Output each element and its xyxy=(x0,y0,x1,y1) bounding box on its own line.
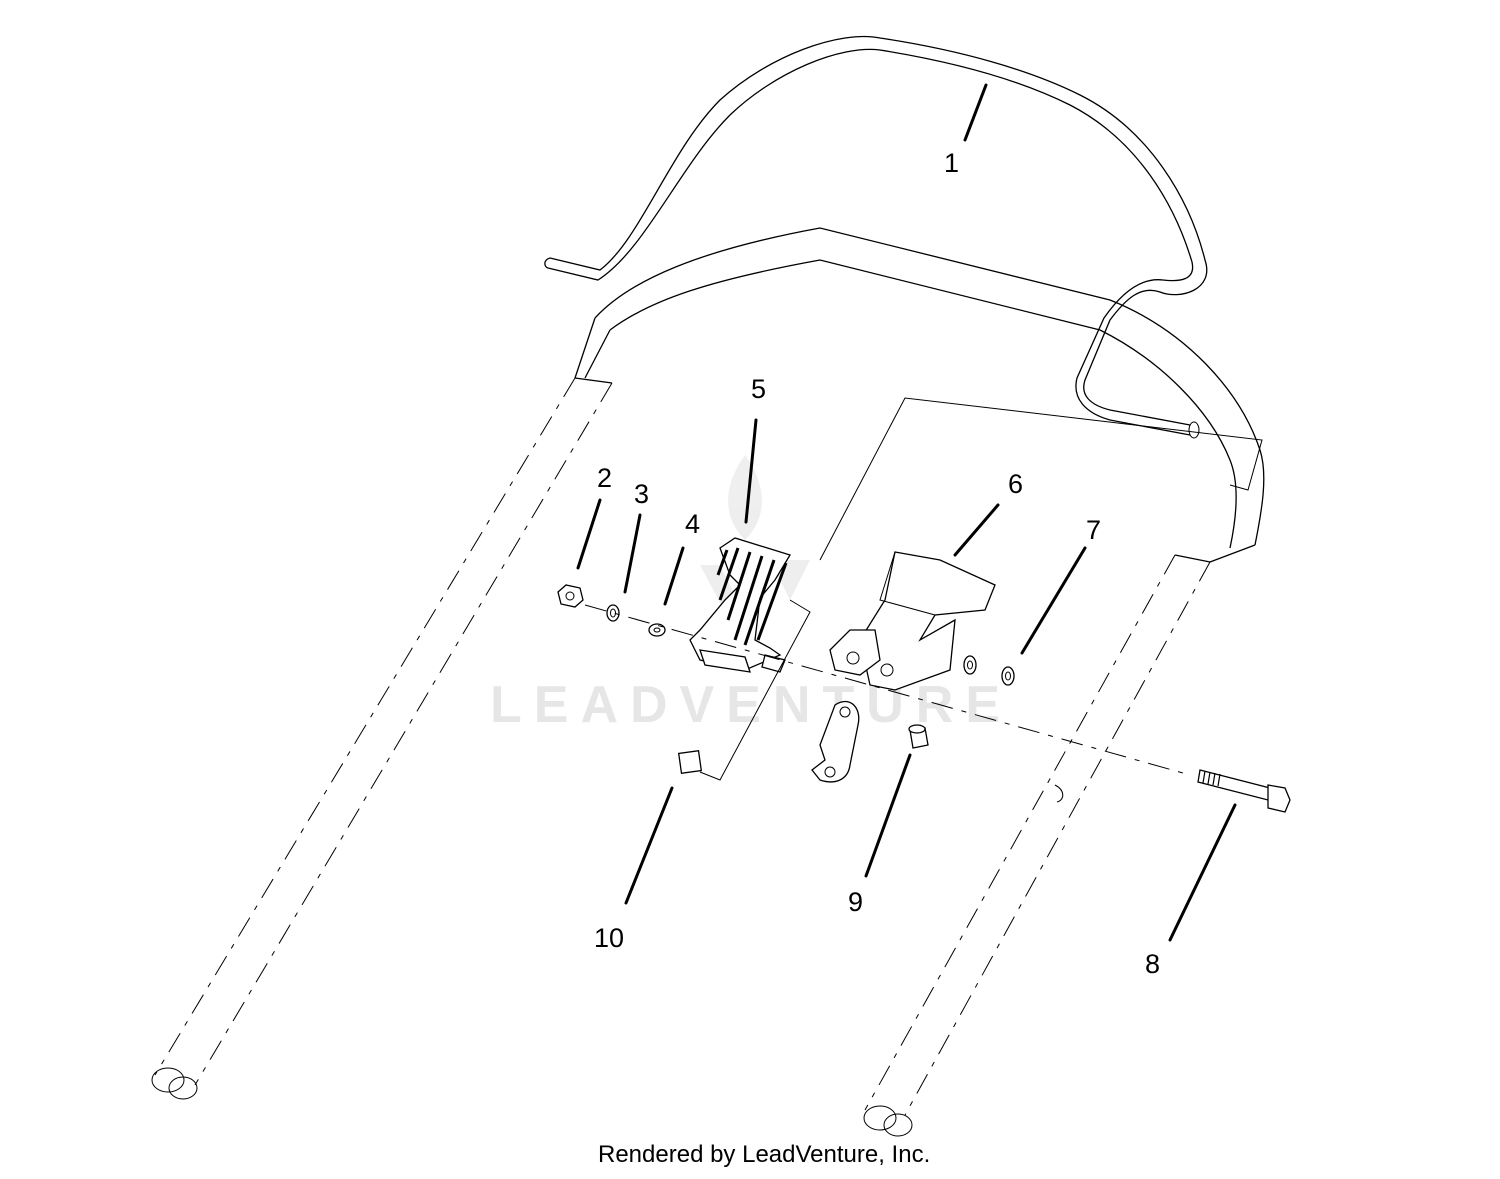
lever-part xyxy=(689,537,811,781)
callout-5: 5 xyxy=(751,374,766,404)
mount-part xyxy=(829,551,996,691)
watermark-text: LEADVENTURE xyxy=(490,676,1012,734)
callout-2: 2 xyxy=(597,463,612,493)
bracket-outline xyxy=(819,397,1263,561)
callout-7: 7 xyxy=(1086,515,1101,545)
footer-credit: Rendered by LeadVenture, Inc. xyxy=(598,1141,930,1168)
callout-6: 6 xyxy=(1008,469,1023,499)
callout-8: 8 xyxy=(1145,949,1160,979)
leader-lines xyxy=(576,83,1237,942)
callout-3: 3 xyxy=(634,479,649,509)
callout-9: 9 xyxy=(848,887,863,917)
callout-10: 10 xyxy=(594,923,624,953)
pad-part xyxy=(677,749,703,775)
latch-part xyxy=(811,700,860,783)
bolt-part xyxy=(1197,769,1291,813)
assembly-centerline xyxy=(584,604,1191,776)
bail-handle xyxy=(544,35,1208,439)
spacer-part xyxy=(908,724,929,749)
callout-1: 1 xyxy=(944,148,959,178)
hardware-parts xyxy=(557,584,1015,686)
callout-4: 4 xyxy=(685,509,700,539)
